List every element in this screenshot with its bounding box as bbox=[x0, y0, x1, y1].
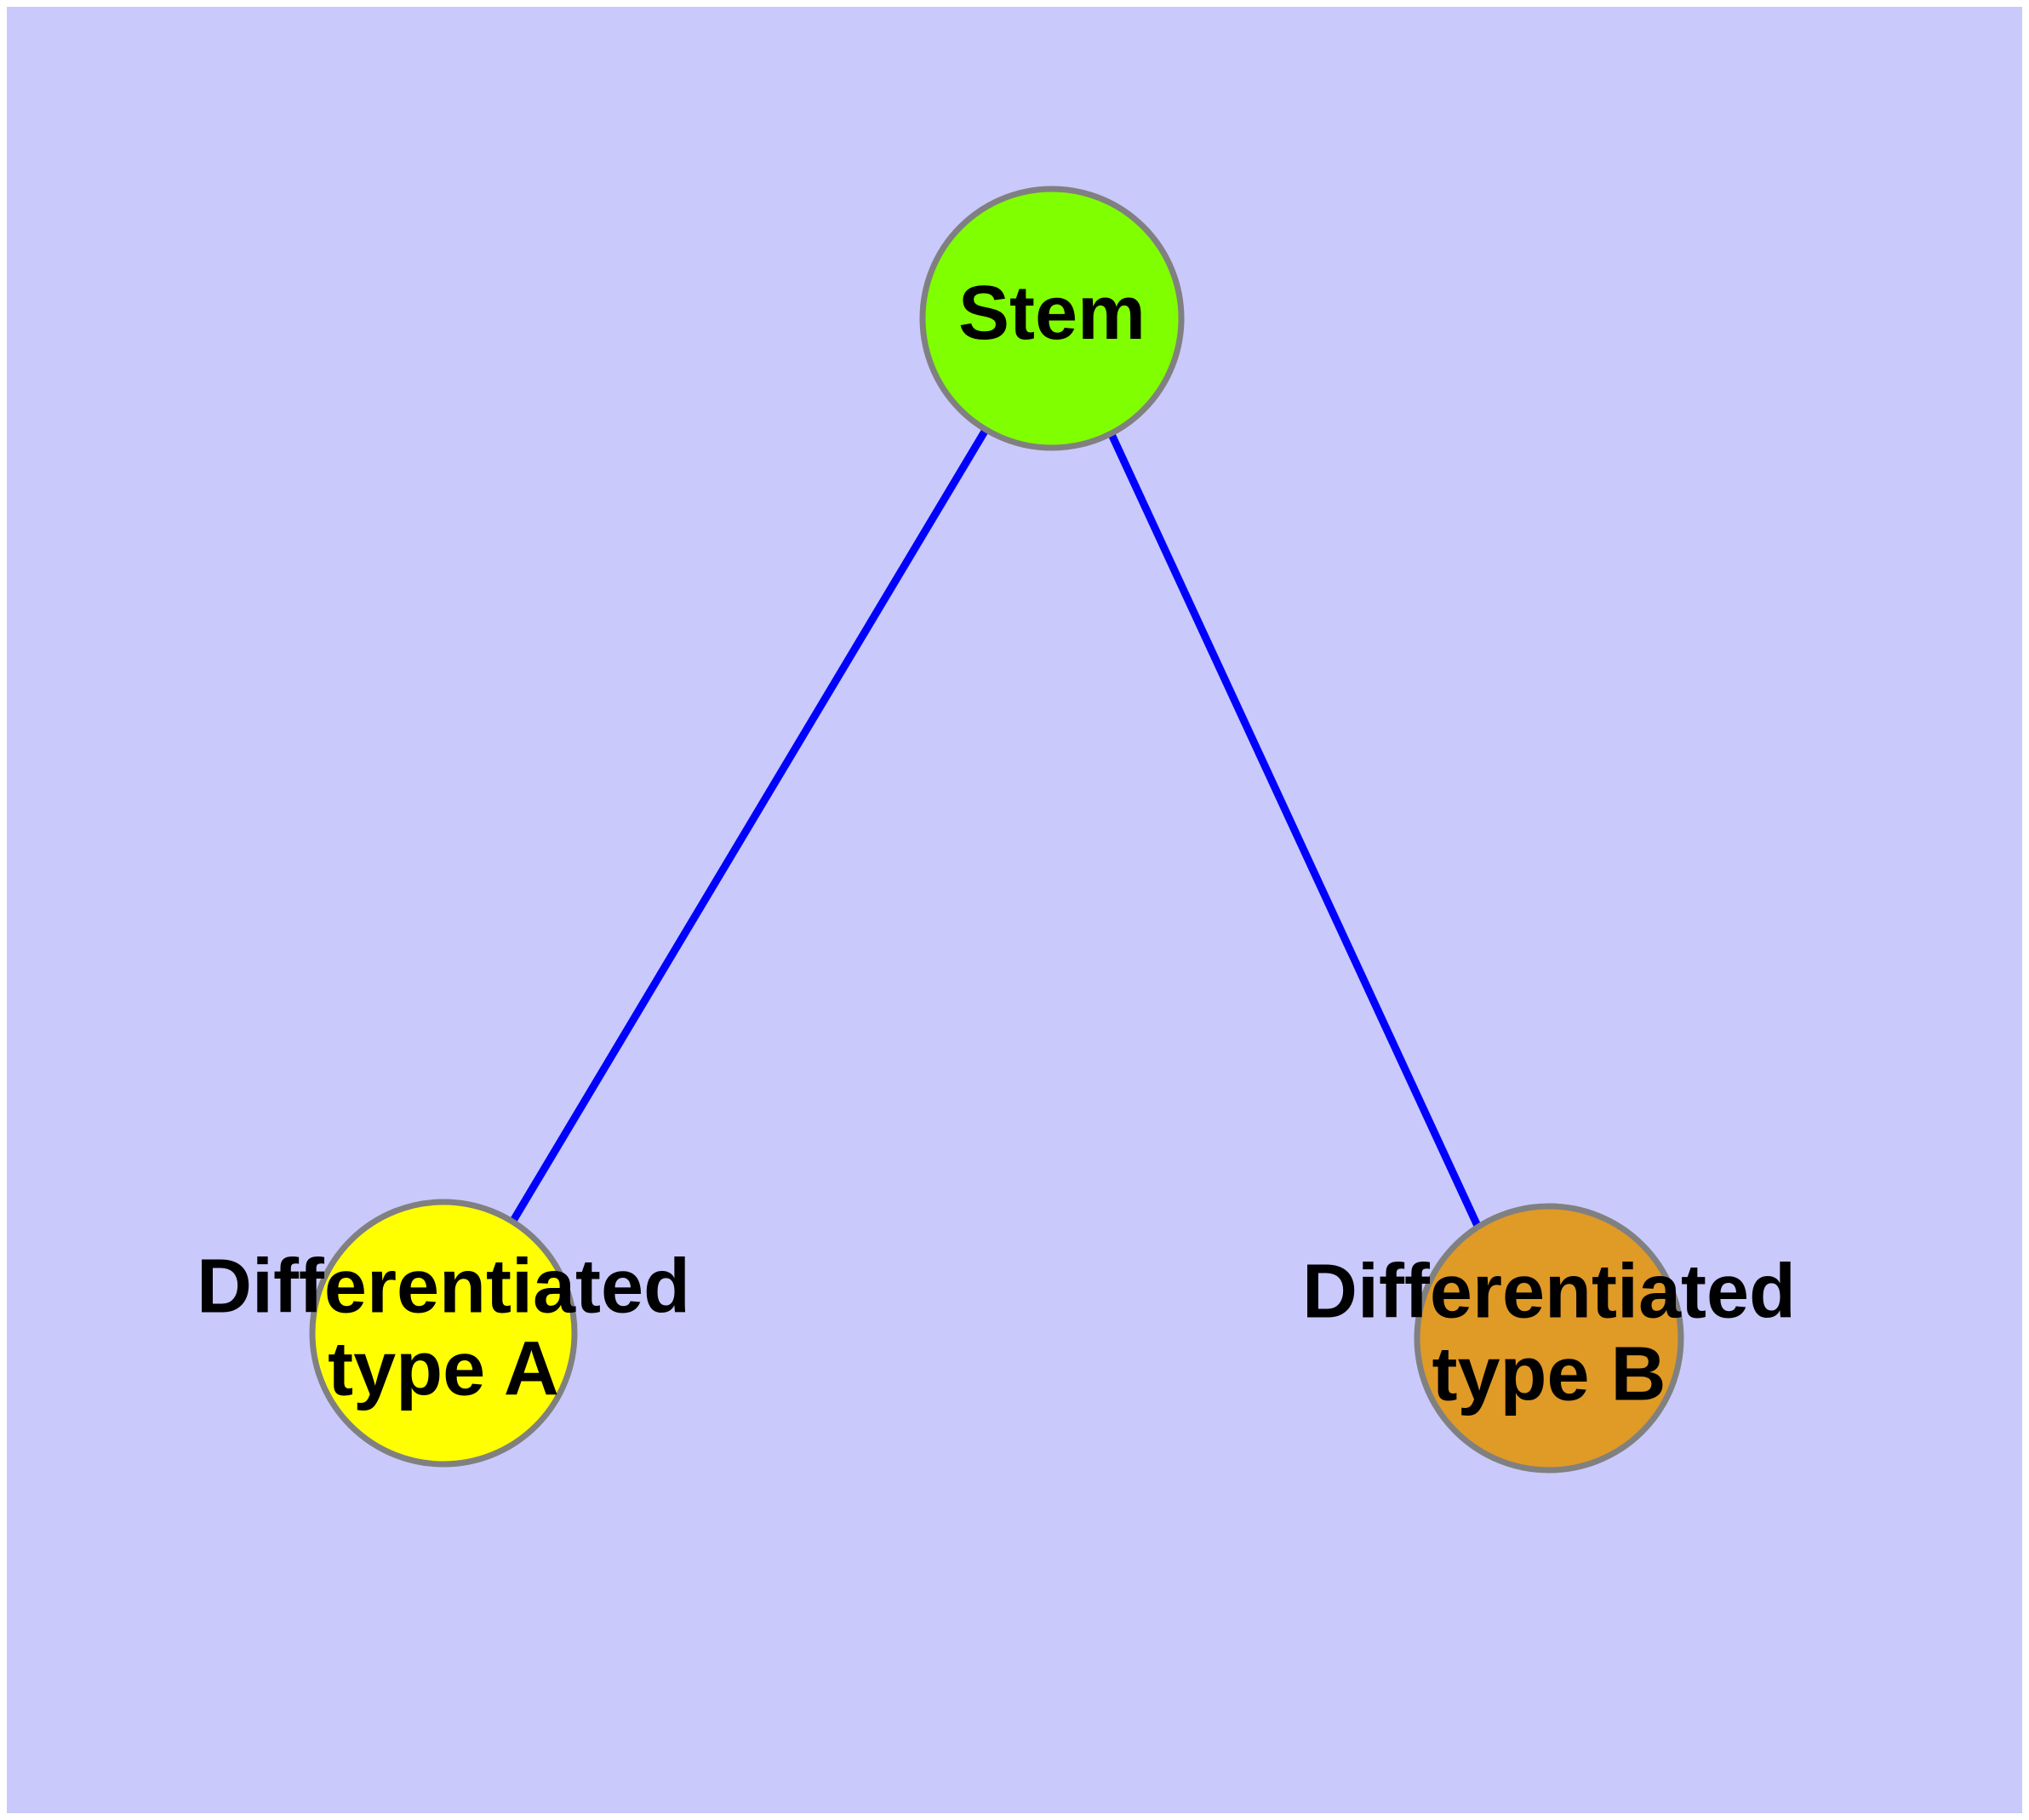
edge-stem-to-differentiated-type-a[interactable] bbox=[510, 427, 989, 1223]
node-differentiated-type-b-circle[interactable] bbox=[1414, 1203, 1684, 1474]
node-label-line: type A bbox=[328, 1326, 559, 1411]
edge-stem-to-differentiated-type-b[interactable] bbox=[1106, 431, 1482, 1228]
node-label-line: Differentiated bbox=[197, 1244, 690, 1329]
node-stem-label: Stem bbox=[958, 271, 1146, 356]
node-stem-circle[interactable] bbox=[919, 186, 1185, 451]
node-label-line: Stem bbox=[958, 271, 1146, 356]
node-stem[interactable]: Stem bbox=[919, 186, 1185, 451]
node-label-line: Differentiated bbox=[1302, 1249, 1796, 1334]
node-label-line: type B bbox=[1432, 1331, 1666, 1417]
node-differentiated-type-a-circle[interactable] bbox=[309, 1199, 578, 1468]
edges-layer bbox=[510, 427, 1482, 1228]
